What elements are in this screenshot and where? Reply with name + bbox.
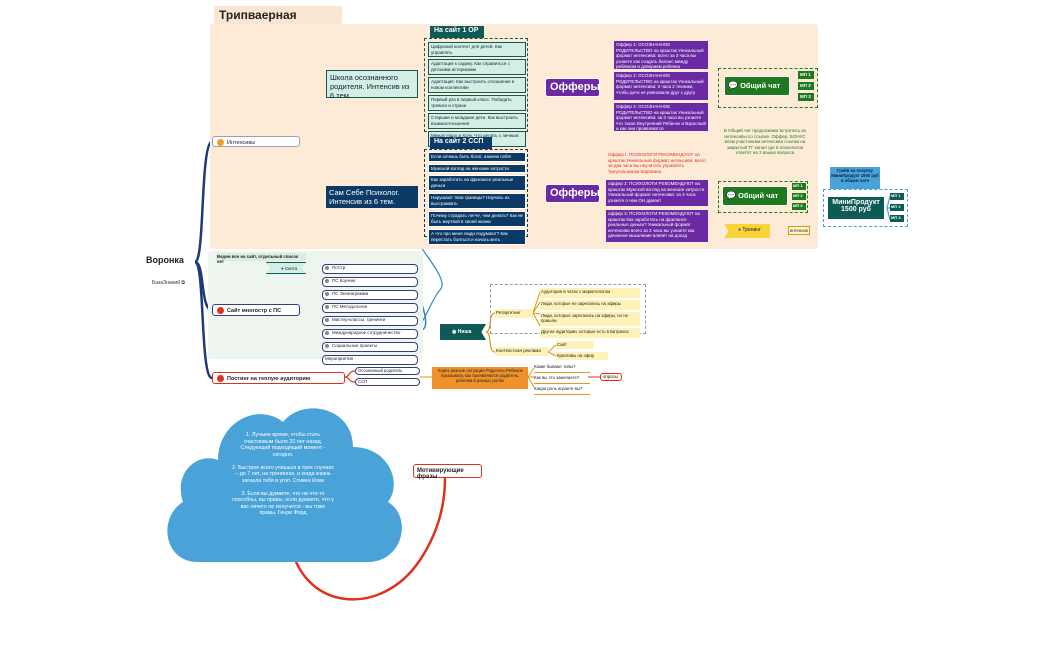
list-item[interactable]: Адаптация. Как выстроить отношения в нов… — [428, 77, 526, 93]
branch-intensives[interactable]: Интенсивы — [212, 136, 300, 147]
list-item[interactable]: ПС Эннеаграмма — [322, 290, 418, 300]
list-item[interactable]: Старшие и младшие дети. Как выстроить вз… — [428, 113, 526, 129]
bullet-icon: ● — [281, 266, 284, 271]
list-item[interactable]: Какую роль играете вы? — [534, 386, 590, 395]
mini-product-node[interactable]: МиниПродукт 1500 руб — [827, 196, 885, 220]
dot-icon — [325, 278, 329, 283]
external-link-icon: ⧉ — [181, 280, 185, 286]
mp-tag[interactable]: МП 3 — [792, 203, 806, 210]
dot-icon — [325, 291, 329, 296]
red-dot-icon — [217, 307, 224, 314]
chat-group-2 — [718, 181, 808, 213]
globe-icon: ◉ — [452, 329, 457, 335]
list-item[interactable]: Люди, которые зарегались на эфиры, но не… — [540, 312, 640, 326]
list-item[interactable]: Как вы это замечаете? — [534, 375, 590, 384]
retarget-node[interactable]: Ретаргетинг — [495, 309, 533, 318]
list-item[interactable]: ПсСтр — [322, 264, 418, 274]
offers-node-2[interactable]: Офферы — [545, 184, 600, 203]
dot-icon — [325, 304, 329, 309]
dot-icon — [325, 265, 329, 270]
branch-site[interactable]: Сайт многостр с ПС — [212, 304, 300, 316]
list-item[interactable]: ПС Методология — [322, 303, 418, 313]
dot-icon — [325, 343, 329, 348]
offer-item[interactable]: Оффер 1: ОСОЗНАННОЕ РОДИТЕЛЬСТВО на краш… — [614, 41, 708, 69]
niche-node[interactable]: ◉ Ниша — [440, 324, 486, 340]
list-item[interactable]: Какие бывают типы? — [534, 364, 590, 373]
chat-icon: 💬 — [726, 191, 736, 200]
list-item[interactable]: Международное сотрудничество — [322, 329, 418, 339]
mp-tag[interactable]: МП 1 — [798, 71, 814, 79]
list-item[interactable]: Креативы на эфир — [556, 352, 608, 360]
chat-node-1[interactable]: 💬 Общий чат — [724, 76, 790, 96]
school-2-node[interactable]: Сам Себе Психолог. Интенсив из 6 тем. — [326, 186, 418, 208]
offer-item[interactable]: Оффер 3: ОСОЗНАННОЕ РОДИТЕЛЬСТВО на краш… — [614, 103, 708, 131]
offer-item[interactable]: Оффер 2: ОСОЗНАННОЕ РОДИТЕЛЬСТВО на краш… — [614, 72, 708, 100]
site-items: ПсСтр ПС Коучинг ПС Эннеаграмма ПС Метод… — [322, 264, 418, 368]
list-item[interactable]: Как заработать на фрилансе реальные день… — [428, 175, 526, 191]
list-item[interactable]: Цифровой контент для детей. Как управлят… — [428, 42, 526, 57]
red-dot-icon — [217, 375, 224, 382]
star-icon: ● — [738, 227, 742, 233]
list-item[interactable]: Первый раз в первый класс. Победить трев… — [428, 95, 526, 111]
list-item[interactable]: А что про меня люди подумают? Как перест… — [428, 229, 526, 245]
site-note: Ведем все на сайт, отдельный список нет — [216, 253, 306, 264]
list-item[interactable]: Социальные проекты — [322, 342, 418, 352]
list-item[interactable]: Мужской взгляд на женские хитрости — [428, 163, 526, 173]
offer-item[interactable]: оффер 2: ПСИХОЛОГИ РЕКОМЕНДУЮТ на крашта… — [606, 180, 708, 206]
list-item[interactable]: Нарушают твои границы? Научись их выстра… — [428, 193, 526, 209]
branch-posting[interactable]: Постинг на теплую аудиторию — [212, 372, 345, 384]
mp-tag[interactable]: МП 1 — [792, 183, 806, 190]
dot-icon — [325, 317, 329, 322]
chat-node-2[interactable]: 💬 Общий чат — [722, 186, 788, 206]
chat-icon: 💬 — [728, 81, 738, 90]
site-2-items: Если хочешь быть богат, измени себя! Муж… — [428, 152, 526, 247]
questions-list: Какие бывают типы? Как вы это замечаете?… — [534, 364, 590, 395]
list-item[interactable]: ССП — [355, 378, 420, 386]
retarget-items: Аудитория в чатах с маркетологом Люди, к… — [540, 288, 640, 340]
site-1-items: Цифровой контент для детей. Как управлят… — [428, 42, 526, 149]
offer-item-red[interactable]: Оффер I. ПСИХОЛОГИ РЕКОМЕНДУЮТ на крашта… — [608, 152, 706, 174]
site-1-header: На сайт 1 ОР — [430, 26, 484, 38]
list-item[interactable]: Сайт — [556, 341, 594, 349]
cloud-shape — [167, 408, 402, 562]
list-item[interactable]: Почему страдать легче, чем делать? Как н… — [428, 211, 526, 227]
mp-tag[interactable]: МП 2 — [792, 193, 806, 200]
root-node[interactable]: Воронка — [146, 255, 184, 265]
list-item[interactable]: Другие аудитории, которые есть в Битрикс… — [540, 328, 640, 338]
sket-node[interactable]: ● Скета — [266, 262, 306, 274]
list-item[interactable]: Мероприятия — [322, 355, 418, 365]
list-item[interactable]: Аудитория в чатах с маркетологом — [540, 288, 640, 298]
mp-tag[interactable]: МП 2 — [798, 82, 814, 90]
mp-tag[interactable]: МП 2 — [890, 204, 904, 211]
page-title: Трипваерная воронка — [214, 6, 342, 36]
list-item[interactable]: Люди, которые не зарегались на эфиры — [540, 300, 640, 310]
offer-item[interactable]: оффер 3: ПСИХОЛОГИ РЕКОМЕНДУЮТ на крашта… — [606, 210, 708, 242]
mini-group — [823, 189, 908, 227]
school-1-node[interactable]: Школа осознанного родителя. Интенсив из … — [326, 70, 418, 100]
cloud-text: 1. Лучшее время, чтобы стать счастливым … — [232, 432, 334, 516]
trainer-tag[interactable]: интенсив — [788, 226, 810, 235]
list-item[interactable]: Если хочешь быть богат, измени себя! — [428, 152, 526, 162]
trainer-node[interactable]: ● Тренинг — [724, 224, 770, 238]
motivation-node[interactable]: Мотивирующие фразы — [413, 464, 482, 480]
context-node[interactable]: Контекстная реклама — [495, 347, 548, 356]
list-item[interactable]: Адаптация к садику. Как справиться с дет… — [428, 59, 526, 75]
chat-note: В Общий чат продолжаем встретить их инте… — [723, 128, 807, 155]
posting-middle[interactable]: Через разные ситуации Родитель-Ребенок п… — [432, 367, 528, 389]
knowledge-base-link[interactable]: БазаЗнаний ⧉ — [152, 280, 185, 286]
mp-tag[interactable]: МП 3 — [890, 215, 904, 222]
questions-tag[interactable]: опросы — [600, 373, 622, 381]
mp-tag[interactable]: МП 1 — [890, 193, 904, 200]
orange-dot-icon — [217, 139, 224, 146]
list-item[interactable]: Осознанный родитель — [355, 367, 420, 375]
site-2-header: На сайт 2 ССП — [430, 137, 492, 149]
offers-node-1[interactable]: Офферы — [545, 78, 600, 97]
list-item[interactable]: ПС Коучинг — [322, 277, 418, 287]
mini-note: Грейв на покупку МиниПродукт 1500 руб в … — [830, 167, 880, 189]
list-item[interactable]: Мастер-классы, тренинги — [322, 316, 418, 326]
mp-tag[interactable]: МП 3 — [798, 93, 814, 101]
chat-group-1 — [718, 68, 818, 108]
dot-icon — [325, 330, 329, 335]
